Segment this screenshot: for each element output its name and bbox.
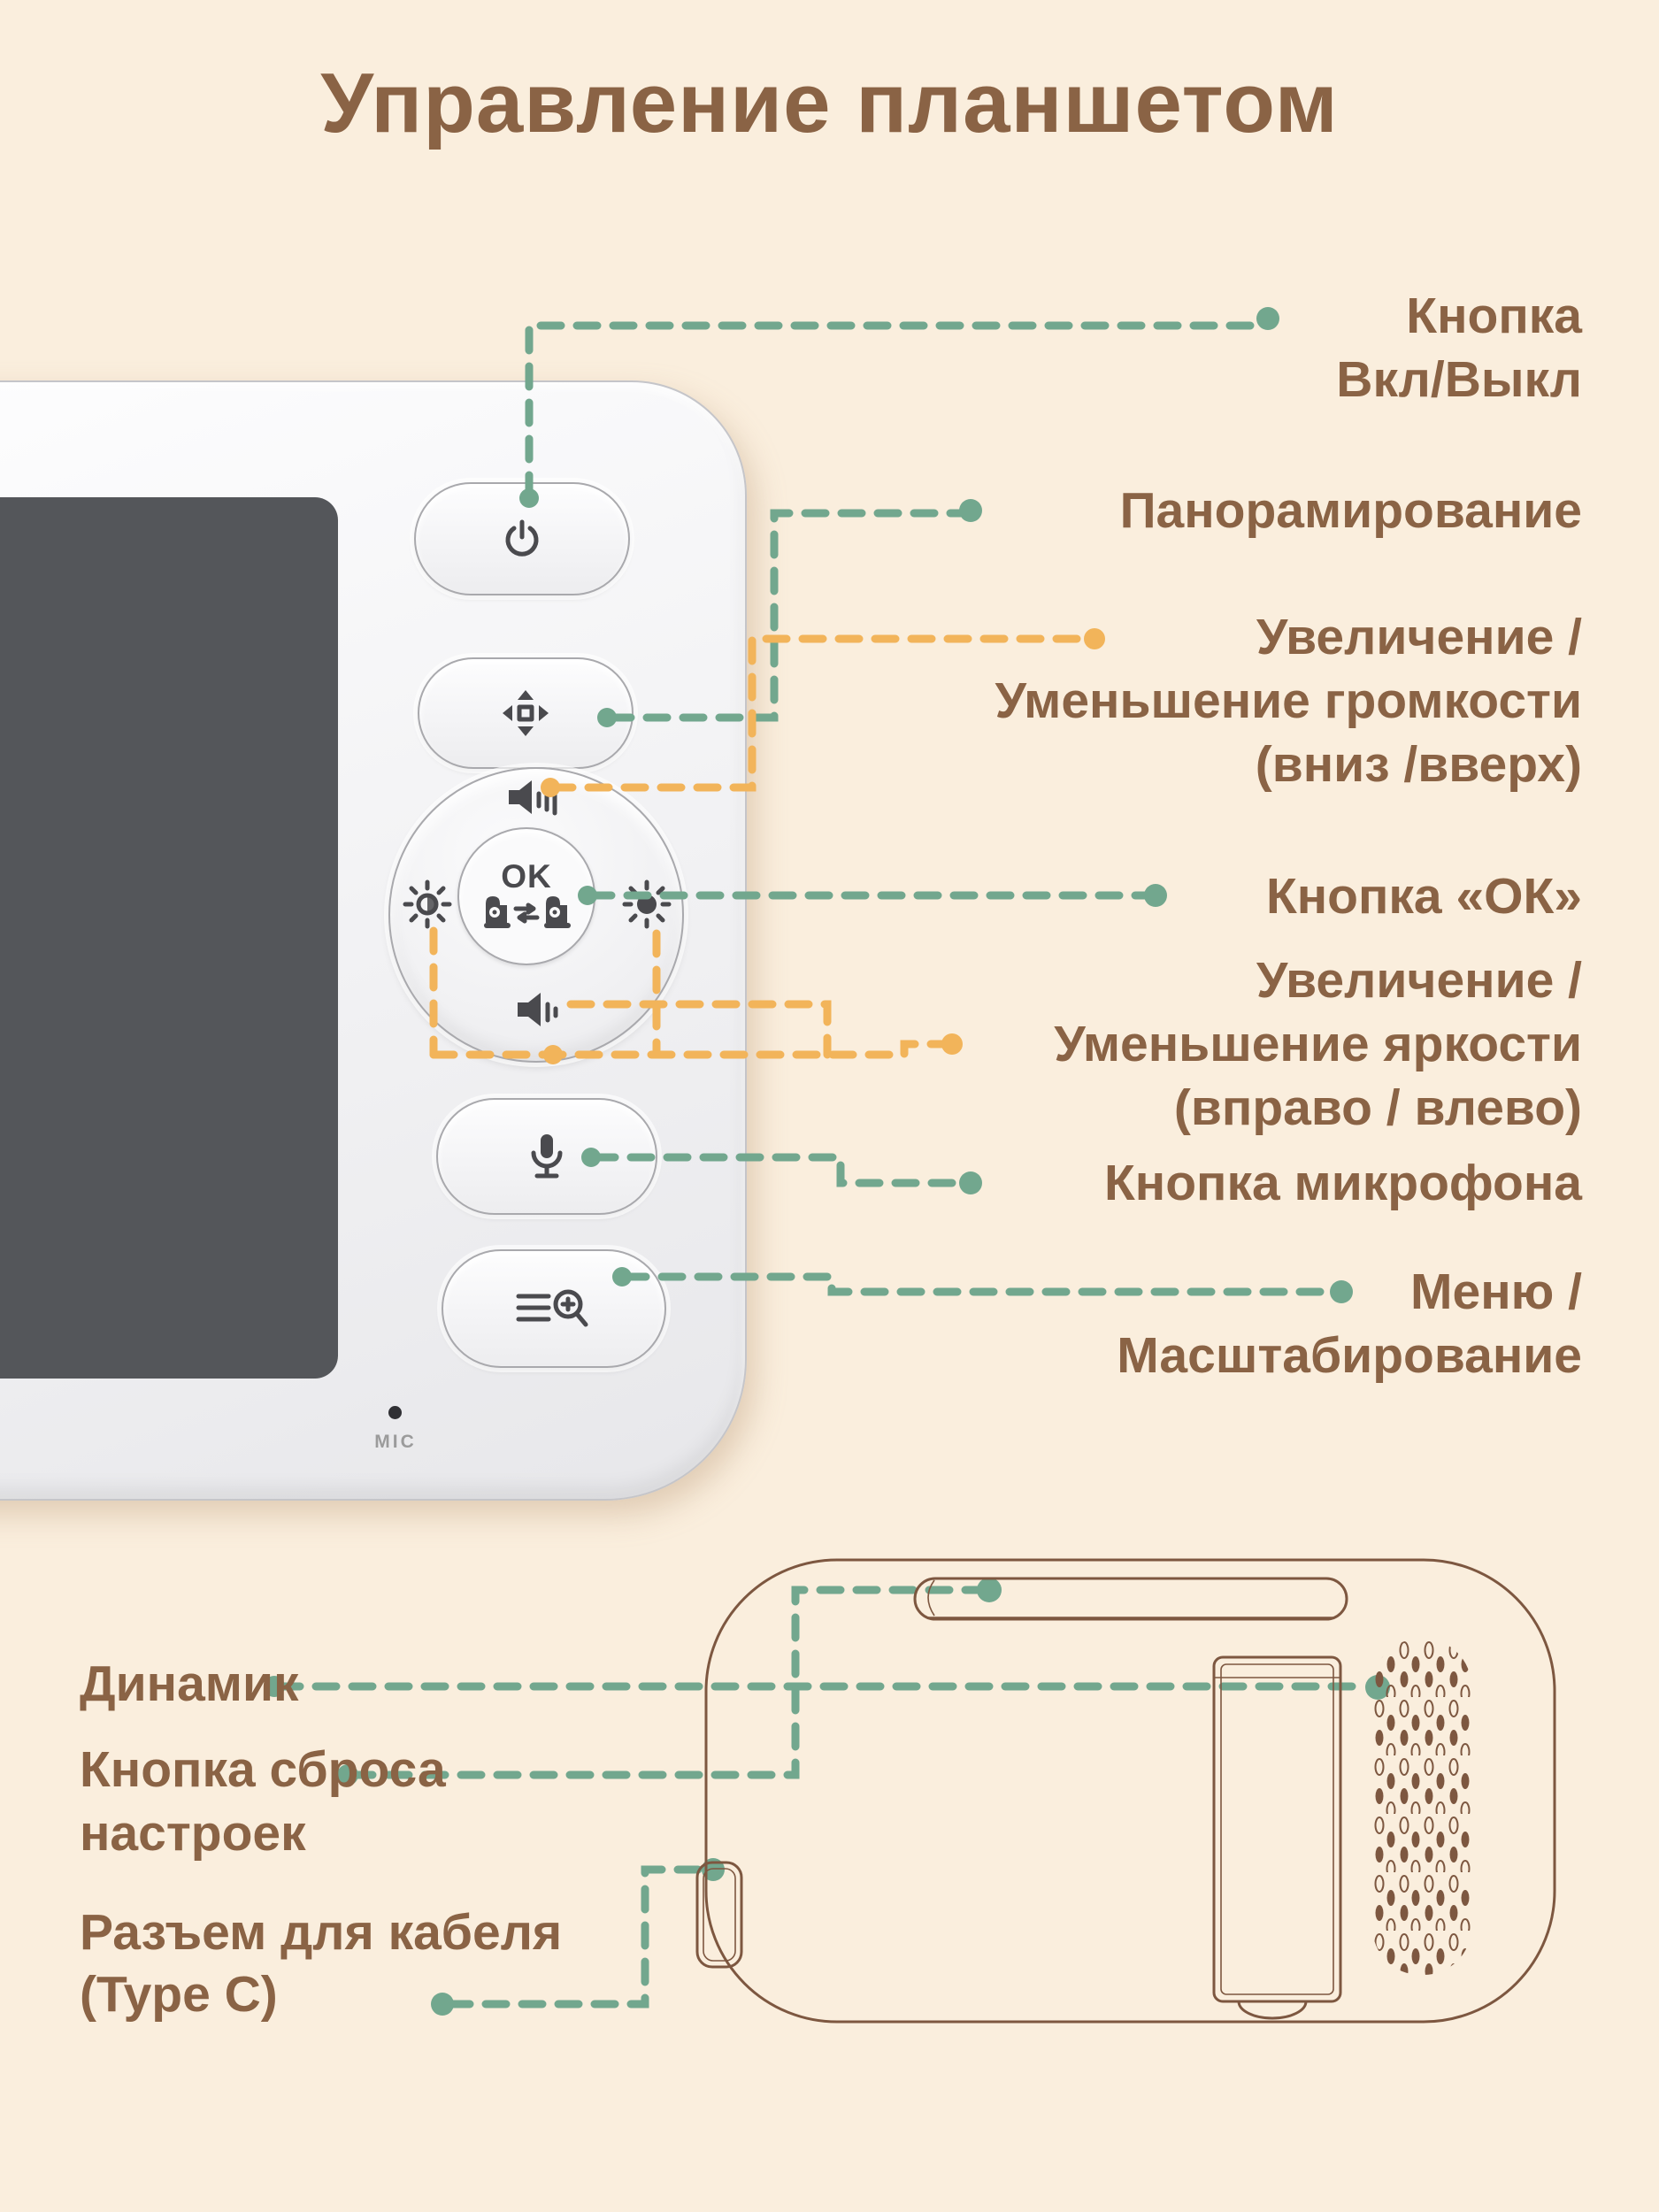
- connector-pan: [597, 499, 982, 727]
- camera-switch-icon: [484, 896, 571, 928]
- connector-menu: [612, 1267, 1353, 1303]
- baby-monitor-back: [695, 1558, 1556, 2024]
- volume-down-icon: [518, 993, 558, 1026]
- label-pan: Панорамирование: [1119, 482, 1582, 539]
- dial-ring: OK: [388, 767, 684, 1063]
- page-title: Управление планшетом: [320, 56, 1339, 150]
- label-mic: Кнопка микрофона: [1104, 1155, 1582, 1211]
- mic-hole: [388, 1406, 402, 1419]
- brightness-low-icon: [403, 879, 452, 929]
- label-reset: Кнопка сброса настроек: [80, 1741, 446, 1862]
- connector-mic: [581, 1148, 982, 1194]
- label-ok: Кнопка «ОК»: [1265, 868, 1582, 925]
- back-kickstand: [1212, 1655, 1342, 2020]
- label-volume: Увеличение / Уменьшение громкости (вниз …: [995, 609, 1582, 793]
- connector-ok: [578, 884, 1167, 907]
- pan-arrows-icon: [503, 690, 549, 736]
- connector-brightness: [429, 926, 963, 1064]
- microphone-button: [436, 1098, 657, 1215]
- device-screen: [0, 497, 338, 1379]
- label-power: Кнопка Вкл/Выкл: [1336, 288, 1582, 408]
- label-typec: Разъем для кабеля (Type C): [80, 1904, 563, 2023]
- back-handle-slot: [913, 1577, 1348, 1621]
- label-brightness: Увеличение / Уменьшение яркости (вправо …: [1054, 952, 1582, 1136]
- label-speaker: Динамик: [80, 1655, 299, 1712]
- connector-reset: [337, 1578, 1002, 1786]
- ok-button: OK: [457, 827, 595, 965]
- menu-zoom-button: [442, 1249, 666, 1368]
- label-menu: Меню / Масштабирование: [1117, 1263, 1582, 1384]
- connector-volume: [541, 628, 1105, 797]
- back-speaker-grille: [1372, 1639, 1471, 1975]
- back-typec-port: [695, 1861, 743, 1969]
- ok-button-label: OK: [501, 858, 552, 895]
- menu-zoom-icon: [516, 1289, 588, 1327]
- back-body-outline: [704, 1558, 1556, 2024]
- power-icon: [505, 519, 539, 557]
- microphone-icon: [531, 1134, 563, 1179]
- mic-hole-label: MIC: [374, 1432, 417, 1452]
- connector-power: [519, 307, 1279, 508]
